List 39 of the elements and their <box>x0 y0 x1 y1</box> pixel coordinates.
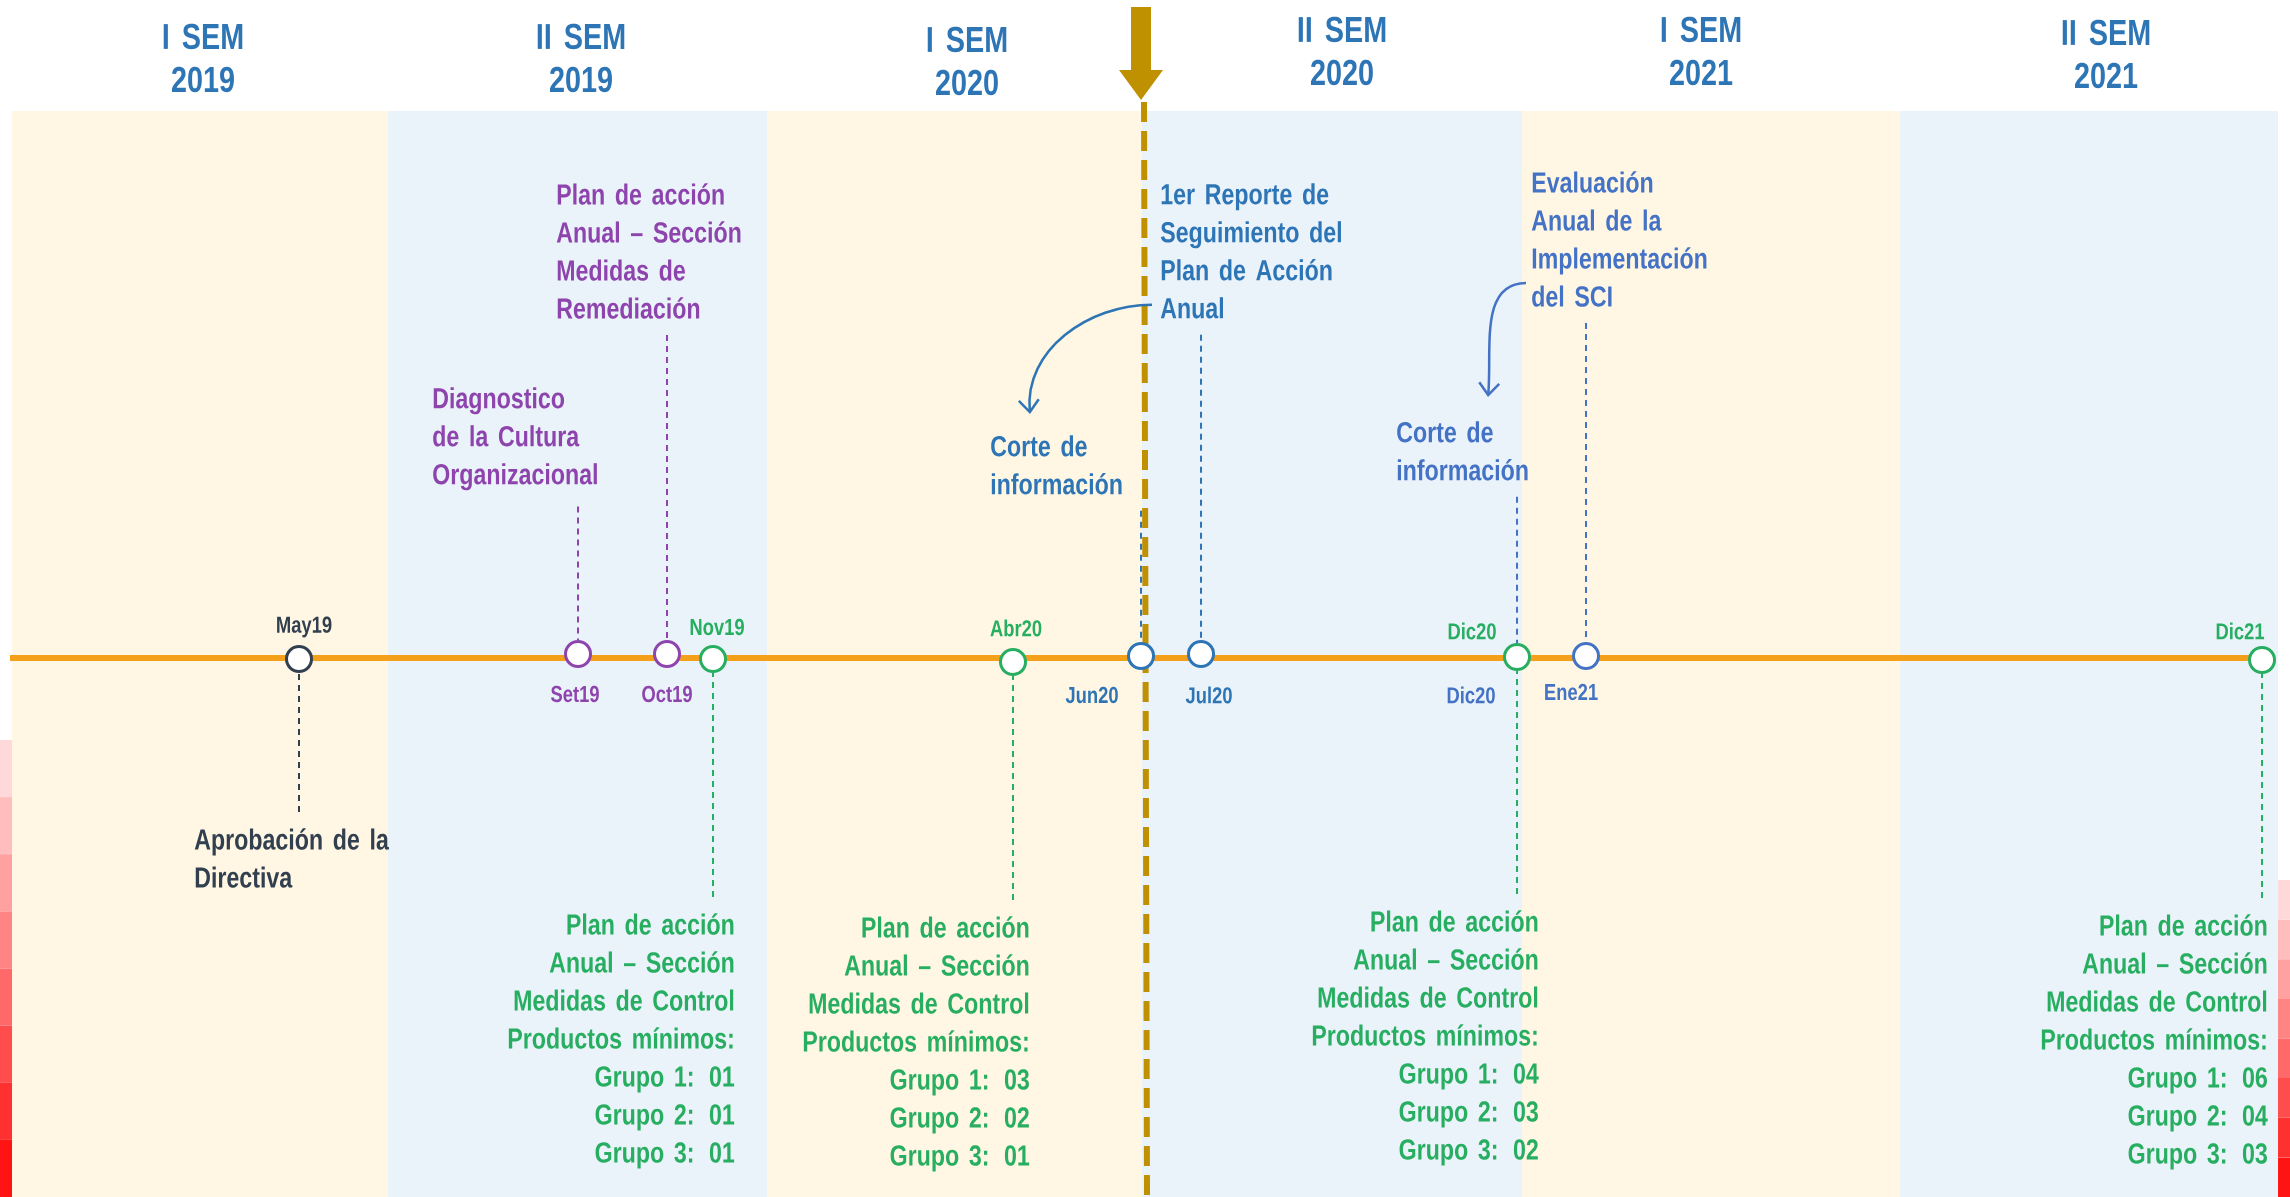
semester-heading: II SEM 2021 <box>2062 19 2150 89</box>
curved-arrow <box>1478 281 1527 397</box>
curved-arrow <box>1017 303 1153 414</box>
date-label: Ene21 <box>1545 683 1598 701</box>
date-label: Dic20 <box>1448 622 1496 640</box>
semester-heading: I SEM 2021 <box>1661 16 1741 86</box>
date-label: Abr20 <box>990 619 1042 637</box>
milestone-text: Plan de acción Anual – Sección Medidas de Remediación <box>556 183 741 319</box>
date-label: Nov19 <box>690 618 744 636</box>
leader-line <box>1516 495 1518 644</box>
milestone-text: Plan de acción Anual – Sección Medidas de Control Productos mínimos: Grupo 1: 01 Grupo 2: 01 Grupo 3: 01 <box>508 913 735 1169</box>
leader-line <box>1012 675 1014 901</box>
semester-heading: I SEM 2020 <box>927 26 1007 96</box>
semester-heading: II SEM 2020 <box>1298 16 1386 86</box>
date-label: May19 <box>277 616 332 638</box>
milestone-text: Plan de acción Anual – Sección Medidas de Control Productos mínimos: Grupo 1: 04 Grupo 2: 03 Grupo 3: 02 <box>1312 910 1539 1166</box>
date-label: Jul20 <box>1185 686 1232 704</box>
milestone-text: Diagnostico de la Cultura Organizacional <box>433 387 597 491</box>
date-label: Jun20 <box>1065 686 1118 704</box>
date-label: Set19 <box>551 685 599 703</box>
semester-heading: II SEM 2019 <box>537 23 625 93</box>
date-label: Dic20 <box>1447 686 1495 704</box>
milestone-text: Aprobación de la Directiva <box>194 828 389 888</box>
milestone-text: Corte de información <box>1397 421 1528 481</box>
milestone-text: Plan de acción Anual – Sección Medidas de Control Productos mínimos: Grupo 1: 06 Grupo 2: 04 Grupo 3: 03 <box>2041 914 2268 1170</box>
leader-line <box>1200 333 1202 641</box>
date-label: Oct19 <box>642 685 692 703</box>
leader-line <box>1516 670 1518 895</box>
milestone-text: Corte de información <box>991 435 1122 495</box>
leader-line <box>577 505 579 641</box>
milestone-text: Evaluación Anual de la Implementación del SCI <box>1531 171 1707 307</box>
leader-line <box>298 672 300 813</box>
semester-heading: I SEM 2019 <box>163 23 243 93</box>
leader-line <box>712 672 714 898</box>
leader-line <box>666 333 668 641</box>
date-label: Dic21 <box>2216 622 2265 640</box>
milestone-text: 1er Reporte de Seguimiento del Plan de Acción Anual <box>1160 183 1341 319</box>
milestone-text: Plan de acción Anual – Sección Medidas de Control Productos mínimos: Grupo 1: 03 Grupo 2: 02 Grupo 3: 01 <box>803 916 1030 1172</box>
leader-line <box>2261 673 2264 899</box>
